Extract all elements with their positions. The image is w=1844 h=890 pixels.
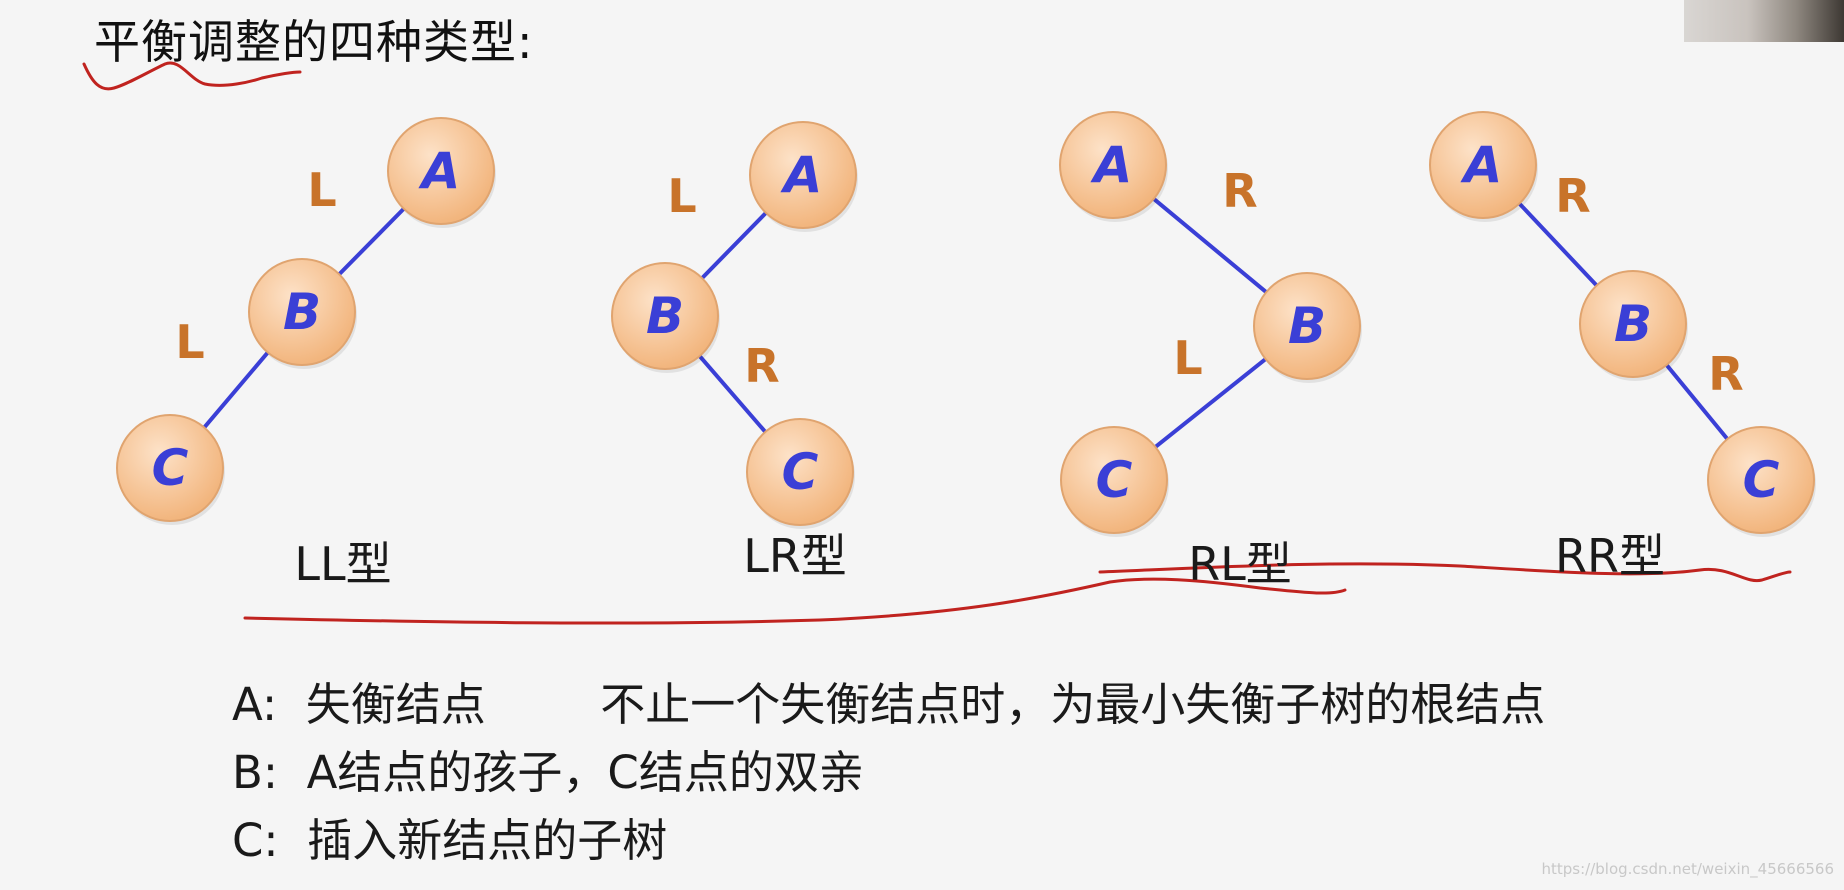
node-circle xyxy=(1429,111,1537,219)
edge-label: R xyxy=(1555,169,1590,223)
node-circle xyxy=(1253,272,1361,380)
tree-diagram-LL型: L L A B C LL型 xyxy=(116,117,496,591)
type-label: LR型 xyxy=(743,529,847,583)
note-b: B: A结点的孩子，C结点的双亲 xyxy=(232,746,864,799)
node-circle xyxy=(116,414,224,522)
node-circle xyxy=(611,262,719,370)
edge-label: L xyxy=(175,315,204,369)
node-label: A xyxy=(418,142,461,200)
edge-label: R xyxy=(1222,164,1257,218)
tree-node-B: B xyxy=(1579,270,1688,381)
tree-node-C: C xyxy=(116,414,225,525)
tree-edge xyxy=(1151,354,1270,452)
edge-label: L xyxy=(667,169,696,223)
type-label: LL型 xyxy=(294,537,391,591)
tree-edge xyxy=(200,348,272,432)
slide-title: 平衡调整的四种类型: xyxy=(94,15,534,69)
note-a: A: 失衡结点 不止一个失衡结点时，为最小失衡子树的根结点 xyxy=(232,678,1546,731)
type-label: RL型 xyxy=(1188,537,1292,591)
tree-node-B: B xyxy=(611,262,720,373)
node-label: A xyxy=(780,146,823,204)
tree-node-B: B xyxy=(248,258,357,369)
node-label: C xyxy=(152,439,189,497)
webcam-thumbnail xyxy=(1684,0,1844,42)
node-label: A xyxy=(1460,136,1503,194)
node-circle xyxy=(1707,426,1815,534)
red-strike-rl-rr xyxy=(1098,562,1792,583)
tree-node-A: A xyxy=(387,117,496,228)
tree-edge xyxy=(1662,360,1732,444)
tree-diagram-RL型: R L A B C RL型 xyxy=(1059,111,1362,591)
node-circle xyxy=(248,258,356,366)
node-circle xyxy=(1059,111,1167,219)
edge-label: L xyxy=(1173,331,1202,385)
type-label: RR型 xyxy=(1555,529,1665,583)
node-circle xyxy=(1579,270,1687,378)
tree-node-A: A xyxy=(749,121,858,232)
node-label: B xyxy=(283,283,321,341)
watermark: https://blog.csdn.net/weixin_45666566 xyxy=(1541,860,1834,878)
tree-node-A: A xyxy=(1059,111,1168,222)
node-circle xyxy=(387,117,495,225)
tree-node-C: C xyxy=(746,418,855,529)
tree-edge xyxy=(697,208,771,283)
node-circle xyxy=(749,121,857,229)
tree-node-C: C xyxy=(1707,426,1816,537)
tree-edge xyxy=(1515,199,1601,290)
node-label: C xyxy=(782,443,819,501)
node-circle xyxy=(746,418,854,526)
node-label: B xyxy=(1614,295,1652,353)
edge-label: L xyxy=(307,163,336,217)
red-underline-title xyxy=(82,61,302,91)
tree-diagram-LR型: L R A B C LR型 xyxy=(611,121,858,583)
tree-node-C: C xyxy=(1060,426,1169,537)
tree-edge xyxy=(334,204,409,279)
node-label: A xyxy=(1090,136,1133,194)
edge-label: R xyxy=(744,339,779,393)
edge-label: R xyxy=(1708,347,1743,401)
note-c: C: 插入新结点的子树 xyxy=(232,814,668,867)
node-label: C xyxy=(1096,451,1133,509)
tree-edge xyxy=(695,351,770,437)
red-underline-types xyxy=(243,577,1347,625)
tree-node-B: B xyxy=(1253,272,1362,383)
node-circle xyxy=(1060,426,1168,534)
node-label: B xyxy=(646,287,684,345)
node-label: C xyxy=(1743,451,1780,509)
tree-node-A: A xyxy=(1429,111,1538,222)
tree-edge xyxy=(1149,194,1271,297)
node-label: B xyxy=(1288,297,1326,355)
